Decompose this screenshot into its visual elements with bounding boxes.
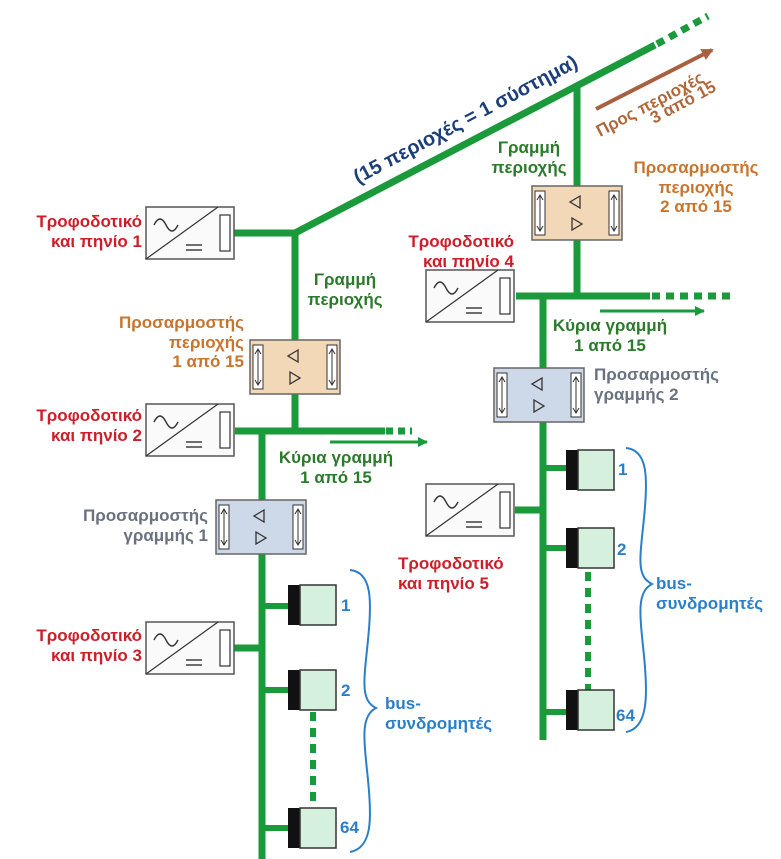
- left-area-line-label: Γραμμή περιοχής: [300, 270, 390, 309]
- right-area-line-label-line2: περιοχής: [491, 157, 567, 177]
- line-coupler-1: [215, 499, 307, 555]
- psu2-label-line1: Τροφοδοτικό: [36, 406, 142, 425]
- line-coupler-1-label: Προσαρμοστής γραμμής 1: [76, 506, 208, 545]
- line-coupler-2-label-line2: γραμμής 2: [594, 384, 679, 404]
- area-coupler-1-label-line2: περιοχής: [168, 332, 244, 352]
- line-coupler-2-label: Προσαρμοστής γραμμής 2: [594, 365, 719, 404]
- left-bus-subscribers-label: bus- συνδρομητές: [385, 694, 492, 733]
- line-coupler-1-label-line2: γραμμής 1: [123, 525, 208, 545]
- psu1-label: Τροφοδοτικό και πηνίο 1: [14, 212, 142, 251]
- right-main-line-label-line1: Κύρια γραμμή: [552, 316, 668, 335]
- left-main-line-label-line2: 1 από 15: [300, 467, 372, 487]
- area-coupler-1: [249, 339, 341, 395]
- power-supply-1: [145, 206, 235, 260]
- right-device-1-label: 1: [618, 460, 628, 479]
- line-coupler-1-label-line1: Προσαρμοστής: [82, 506, 208, 525]
- psu2-label: Τροφοδοτικό και πηνίο 2: [8, 406, 142, 445]
- psu3-label-line1: Τροφοδοτικό: [36, 626, 142, 645]
- left-bus-label-line1: bus-: [385, 694, 421, 713]
- psu1-label-line1: Τροφοδοτικό: [36, 212, 142, 231]
- power-supply-5: [425, 483, 515, 537]
- area-coupler-2-label-line2: περιοχής: [658, 177, 734, 197]
- right-bus-label-line1: bus-: [656, 574, 692, 593]
- psu5-label-line2: και πηνίο 5: [398, 573, 489, 593]
- psu5-label-line1: Τροφοδοτικό: [398, 554, 504, 573]
- area-coupler-2-label: Προσαρμοστής περιοχής 2 από 15: [626, 158, 766, 217]
- left-device-line: [233, 431, 316, 859]
- line-coupler-2: [493, 367, 585, 423]
- right-bus-subscribers-label: bus- συνδρομητές: [656, 574, 763, 613]
- right-device-2: [566, 527, 615, 569]
- right-device-1: [566, 449, 615, 491]
- left-device-64: [288, 807, 337, 849]
- psu4-label-line1: Τροφοδοτικό: [408, 232, 514, 251]
- left-area-line-label-line1: Γραμμή: [313, 270, 377, 289]
- left-device-64-label: 64: [340, 818, 359, 837]
- right-device-2-label: 2: [617, 540, 627, 559]
- power-supply-3: [145, 621, 235, 675]
- right-main-line-label: Κύρια γραμμή 1 από 15: [540, 316, 680, 355]
- area-coupler-1-label-line1: Προσαρμοστής: [118, 313, 244, 332]
- area-coupler-2: [531, 185, 623, 241]
- right-main-line-label-line2: 1 από 15: [574, 335, 646, 355]
- right-device-line: [515, 296, 591, 740]
- left-area-line: [230, 229, 299, 431]
- area-coupler-2-label-line3: 2 από 15: [660, 197, 732, 217]
- right-area-line-label: Γραμμή περιοχής: [484, 138, 574, 177]
- left-bus-label-line2: συνδρομητές: [385, 713, 493, 733]
- left-bus-brace: [349, 569, 379, 853]
- left-device-2: [288, 669, 337, 711]
- psu4-label-line2: και πηνίο 4: [423, 251, 514, 271]
- right-area-line-label-line1: Γραμμή: [497, 138, 561, 157]
- psu1-label-line2: και πηνίο 1: [51, 231, 142, 251]
- left-area-line-label-line2: περιοχής: [307, 289, 383, 309]
- area-coupler-1-label: Προσαρμοστής περιοχής 1 από 15: [112, 313, 244, 372]
- right-main-line: [516, 292, 732, 316]
- line-coupler-2-label-line1: Προσαρμοστής: [594, 365, 720, 384]
- right-device-64-label: 64: [616, 706, 635, 725]
- to-areas-arrow: [595, 48, 714, 111]
- area-coupler-1-label-line3: 1 από 15: [172, 352, 244, 372]
- left-device-1-label: 1: [341, 596, 351, 615]
- power-supply-4: [425, 269, 515, 323]
- left-main-line-label: Κύρια γραμμή 1 από 15: [266, 448, 406, 487]
- left-device-1: [288, 584, 337, 626]
- area-coupler-2-label-line1: Προσαρμοστής: [633, 158, 759, 177]
- right-bus-label-line2: συνδρομητές: [656, 593, 764, 613]
- psu5-label: Τροφοδοτικό και πηνίο 5: [398, 554, 504, 593]
- system-backbone: [293, 12, 710, 237]
- right-device-64: [566, 689, 615, 731]
- psu2-label-line2: και πηνίο 2: [51, 425, 142, 445]
- left-device-2-label: 2: [341, 681, 351, 700]
- psu4-label: Τροφοδοτικό και πηνίο 4: [376, 232, 514, 271]
- left-main-line-label-line1: Κύρια γραμμή: [278, 448, 394, 467]
- psu3-label: Τροφοδοτικό και πηνίο 3: [8, 626, 142, 665]
- power-supply-2: [145, 403, 235, 457]
- right-bus-brace: [625, 447, 655, 733]
- psu3-label-line2: και πηνίο 3: [51, 645, 142, 665]
